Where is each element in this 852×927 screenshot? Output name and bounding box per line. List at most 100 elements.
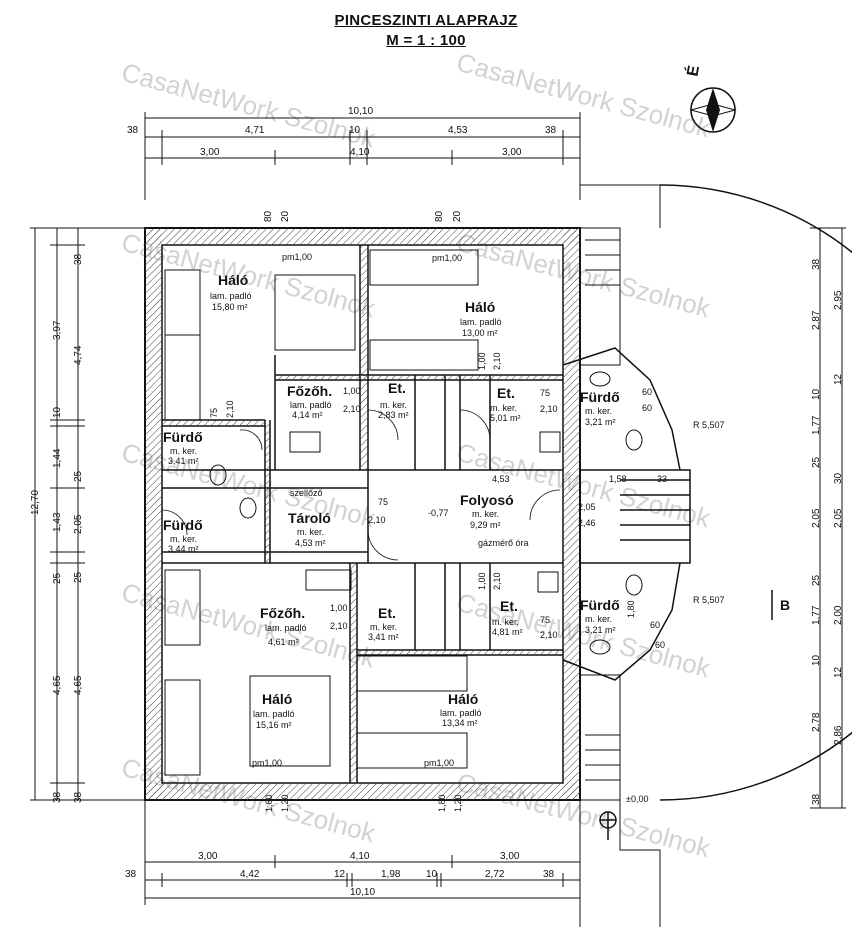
dim-label: 10,10 — [350, 887, 375, 898]
dim-label: 2,87 — [811, 310, 822, 330]
dim-label: 2,05 — [811, 508, 822, 528]
dim-label: 3,00 — [200, 147, 220, 158]
dim-label: 4,42 — [240, 869, 260, 880]
dim-label: 2,10 — [368, 515, 386, 525]
left-dimension-labels: 12,70 3,97 10 1,44 1,43 25 4,65 38 38 4,… — [30, 253, 84, 803]
dim-label: 3,00 — [500, 851, 520, 862]
room-floor: m. ker. — [472, 509, 499, 519]
room-name: Fürdő — [580, 597, 620, 613]
room-name: Et. — [497, 385, 515, 401]
room-area: 3,41 m² — [168, 456, 199, 466]
watermark-text: CasaNetWork Szolnok — [118, 57, 379, 154]
dim-label: 2,95 — [833, 290, 844, 310]
room-name: Et. — [500, 598, 518, 614]
dim-label: 38 — [811, 258, 822, 270]
dim-label: 2,78 — [811, 712, 822, 732]
dim-label: 4,10 — [350, 147, 370, 158]
dim-label: 2,10 — [492, 572, 502, 590]
dim-label: 2,10 — [540, 630, 558, 640]
room-area: 4,14 m² — [292, 410, 323, 420]
dim-label: 1,44 — [52, 448, 63, 468]
vent-note: szellőző — [290, 488, 323, 498]
level-note: -0,77 — [428, 508, 449, 518]
dim-label: 4,65 — [52, 675, 63, 695]
dim-label: 1,20 — [453, 794, 463, 812]
room-floor: lam. padló — [210, 291, 252, 301]
dim-label: 12 — [833, 373, 844, 385]
dim-label: 10 — [426, 869, 438, 880]
gas-meter-note: gázmérő óra — [478, 538, 529, 548]
outer-walls — [144, 227, 581, 801]
dim-label: 75 — [540, 615, 550, 625]
north-arrow-icon: É — [682, 64, 737, 133]
dim-label: 1,00 — [477, 352, 487, 370]
radius-note: R 5,507 — [693, 420, 725, 430]
room-area: 4,53 m² — [295, 538, 326, 548]
room-floor: lam. padló — [253, 709, 295, 719]
room-name: Főzőh. — [260, 605, 305, 621]
window-note: pm1,00 — [252, 758, 282, 768]
room-floor: lam. padló — [440, 708, 482, 718]
dim-label: 2,05 — [833, 508, 844, 528]
room-area: 5,01 m² — [490, 413, 521, 423]
dim-label: 75 — [209, 408, 219, 418]
room-area: 4,61 m² — [268, 637, 299, 647]
dim-label: 75 — [378, 497, 388, 507]
left-dimensions — [30, 227, 145, 801]
dim-label: 38 — [125, 869, 137, 880]
dim-label: 2,05 — [73, 514, 84, 534]
sanitary-fixtures — [209, 371, 643, 655]
dim-label: 2,72 — [485, 869, 505, 880]
dim-label: 60 — [642, 387, 652, 397]
dim-label: 38 — [545, 125, 557, 136]
section-label: B — [780, 597, 790, 613]
dim-label: 80 — [263, 210, 274, 222]
north-label: É — [682, 64, 703, 78]
room-area: 4,81 m² — [492, 627, 523, 637]
plan-title: PINCESZINTI ALAPRAJZ — [334, 12, 518, 29]
window-note: pm1,00 — [432, 253, 462, 263]
dim-label: 2,00 — [833, 605, 844, 625]
dim-label: 25 — [52, 572, 63, 584]
room-area: 3,21 m² — [585, 625, 616, 635]
right-dimension-labels: 38 2,95 2,87 12 10 1,77 25 30 2,05 2,05 … — [811, 258, 844, 805]
bottom-dimensions — [144, 800, 581, 905]
dim-label: 1,98 — [381, 869, 401, 880]
dim-label: 1,00 — [330, 603, 348, 613]
bottom-dimension-labels: 3,00 4,10 3,00 38 4,42 12 1,98 10 2,72 3… — [125, 851, 555, 898]
watermark-text: CasaNetWork Szolnok — [453, 767, 714, 864]
dim-label: 10 — [349, 125, 361, 136]
room-name: Háló — [465, 299, 495, 315]
dim-label: 33 — [657, 474, 667, 484]
section-marker-icon — [599, 590, 773, 840]
dim-label: 2,10 — [330, 621, 348, 631]
dim-label: 1,58 — [609, 474, 627, 484]
dim-label: 1,20 — [280, 794, 290, 812]
dim-label: 2,86 — [833, 725, 844, 745]
door-swings — [161, 409, 561, 561]
room-floor: m. ker. — [380, 400, 407, 410]
room-labels: Háló lam. padló 15,80 m² Háló lam. padló… — [163, 272, 620, 730]
room-floor: m. ker. — [492, 617, 519, 627]
top-dimension-labels: 10,10 38 4,71 10 4,53 38 3,00 4,10 3,00 — [127, 106, 557, 158]
dim-label: 1,00 — [477, 572, 487, 590]
dim-label: 38 — [73, 791, 84, 803]
room-area: 3,44 m² — [168, 544, 199, 554]
dim-label: 38 — [543, 869, 555, 880]
dim-label: 20 — [452, 210, 463, 222]
dim-label: 38 — [73, 253, 84, 265]
room-name: Fürdő — [163, 429, 203, 445]
dim-label: 12,70 — [30, 490, 41, 515]
room-area: 13,00 m² — [462, 328, 498, 338]
room-name: Folyosó — [460, 492, 514, 508]
furniture-beds — [164, 249, 479, 776]
dim-label: 10 — [811, 654, 822, 666]
room-floor: m. ker. — [490, 403, 517, 413]
dim-label: 25 — [811, 456, 822, 468]
plan-scale: M = 1 : 100 — [386, 32, 466, 49]
dim-label: 38 — [52, 791, 63, 803]
dim-label: 3,00 — [198, 851, 218, 862]
dim-label: 38 — [127, 125, 139, 136]
dim-label: 4,10 — [350, 851, 370, 862]
